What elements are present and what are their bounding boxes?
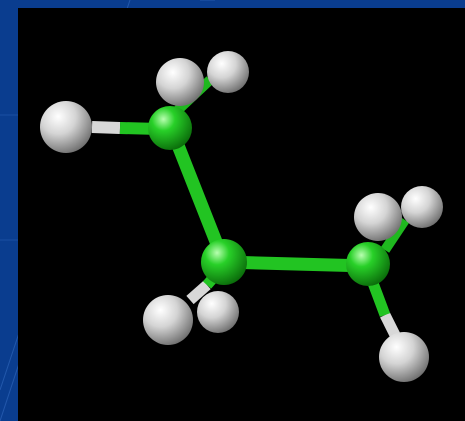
- hydrogen-atom-h3: [207, 51, 249, 93]
- hydrogen-atom-h4: [143, 295, 193, 345]
- carbon-atom-c3: [346, 242, 390, 286]
- hydrogen-atom-h6: [354, 193, 402, 241]
- bond-c1-c2: [165, 123, 231, 269]
- hydrogen-atom-h7: [401, 186, 443, 228]
- bond-c3-h7: [380, 217, 410, 253]
- hydrogen-atom-h8: [379, 332, 429, 382]
- bond-c1-h1: [91, 121, 121, 134]
- hydrogen-atom-h2: [156, 58, 204, 106]
- bond-c2-h4: [186, 280, 211, 305]
- hydrogen-atom-h1: [40, 101, 92, 153]
- bond-c2-c3: [217, 255, 375, 273]
- carbon-atom-c2: [201, 239, 247, 285]
- carbon-atom-c1: [148, 106, 192, 150]
- bond-c3-h8: [380, 312, 400, 338]
- hydrogen-atom-h5: [197, 291, 239, 333]
